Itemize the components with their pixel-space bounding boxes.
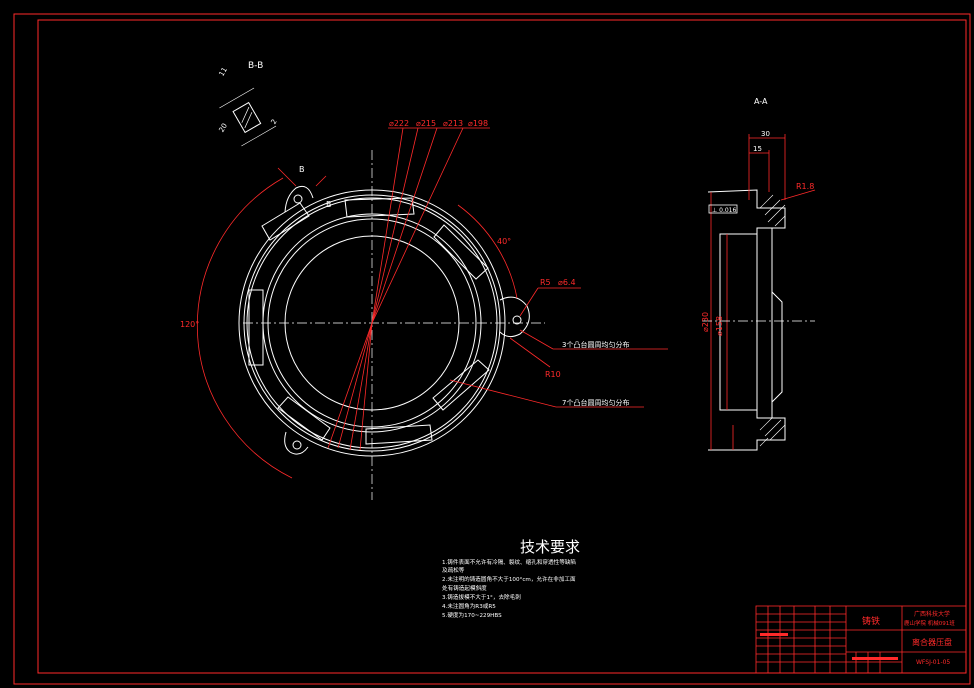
tech-item-1: 1.铸件表面不允许有冷隔、裂纹、缩孔和穿透性等缺陷 xyxy=(442,558,576,566)
tech-item-5: 3.铸造拔模不大于1°，去除毛刺 xyxy=(442,593,521,601)
note-boss: 3个凸台圆周均匀分布 xyxy=(562,340,629,349)
label-hole-dia: ⌀6.4 xyxy=(558,278,576,287)
dia-label-198: ⌀198 xyxy=(468,119,488,128)
gdt-text: ⊥ 0.016 xyxy=(712,207,736,214)
section-aa-hatch xyxy=(759,194,786,447)
mounting-lugs xyxy=(284,185,530,455)
section-aa-title: A-A xyxy=(754,97,768,106)
drawing-frame xyxy=(13,13,971,685)
dia-outer: ⌀230 xyxy=(701,312,710,332)
tech-requirements: 技术要求 1.铸件表面不允许有冷隔、裂纹、缩孔和穿透性等缺陷 及疏松等 2.未注… xyxy=(442,538,580,619)
section-bb-title: B-B xyxy=(248,61,263,71)
diameter-labels: ⌀222 ⌀215 ⌀213 ⌀198 xyxy=(389,119,488,128)
section-aa: A-A xyxy=(701,97,816,451)
tech-item-7: 5.硬度为170~229HBS xyxy=(442,611,502,619)
lug-hole-right xyxy=(512,315,522,325)
dim-inner: 15 xyxy=(753,145,762,153)
tech-item-3: 2.未注明的铸造圆角不大于100°cm，允许在非加工面 xyxy=(442,575,576,583)
angle-top-label: 40° xyxy=(497,237,511,246)
section-bb: B-B 11 20 2 xyxy=(218,61,279,147)
section-bb-dim-top: 11 xyxy=(218,66,229,78)
tech-item-6: 4.未注圆角为R3或R5 xyxy=(442,602,496,610)
section-bb-shape xyxy=(219,87,277,147)
label-r10: R10 xyxy=(545,370,561,379)
section-aa-profile xyxy=(707,189,786,451)
pressure-plate-outline xyxy=(238,189,506,457)
section-bb-dim-side: 2 xyxy=(270,118,279,126)
diameter-leaders xyxy=(327,127,490,451)
tech-title: 技术要求 xyxy=(520,538,580,556)
label-r5: R5 xyxy=(540,278,551,287)
dia-inner: ⌀158 xyxy=(715,316,724,336)
angle-left-label: 120° xyxy=(180,320,199,329)
section-mark-b2: B xyxy=(326,200,332,209)
title-block-grid xyxy=(755,605,967,674)
tech-item-2: 及疏松等 xyxy=(442,566,465,574)
callout-leaders xyxy=(449,287,668,408)
tech-item-4: 处有铸造起模斜度 xyxy=(442,584,487,592)
title-block-fill-2 xyxy=(760,633,788,636)
title-block: 铸铁 广西科技大学 鹿山学院 机械091班 离合器压盘 WFSJ-01-05 xyxy=(755,605,967,674)
dia-label-215: ⌀215 xyxy=(416,119,436,128)
ring-slots xyxy=(248,197,490,445)
note-slot: 7个凸台圆周均匀分布 xyxy=(562,398,629,407)
title-block-fill-1 xyxy=(852,657,898,660)
label-radius: R1.8 xyxy=(796,182,814,191)
dia-label-213: ⌀213 xyxy=(443,119,463,128)
section-bb-dim-bottom: 20 xyxy=(218,122,229,134)
drawing-number: WFSJ-01-05 xyxy=(916,659,950,666)
part-name: 离合器压盘 xyxy=(912,637,952,647)
section-mark-b: B xyxy=(299,165,305,174)
dim-width: 30 xyxy=(761,130,770,138)
lug-hole-bottom xyxy=(292,440,302,450)
dia-label-222: ⌀222 xyxy=(389,119,409,128)
material-label: 铸铁 xyxy=(862,615,880,627)
angle-dimensions xyxy=(197,167,518,479)
school-line-2: 鹿山学院 机械091班 xyxy=(904,619,955,627)
main-view: ⌀222 ⌀215 ⌀213 ⌀198 40° 120° B B R5 ⌀6.4 xyxy=(180,119,668,500)
lug-hole-top xyxy=(293,194,303,204)
gdt-frame: ⊥ 0.016 xyxy=(708,204,738,214)
school-line-1: 广西科技大学 xyxy=(914,610,950,618)
